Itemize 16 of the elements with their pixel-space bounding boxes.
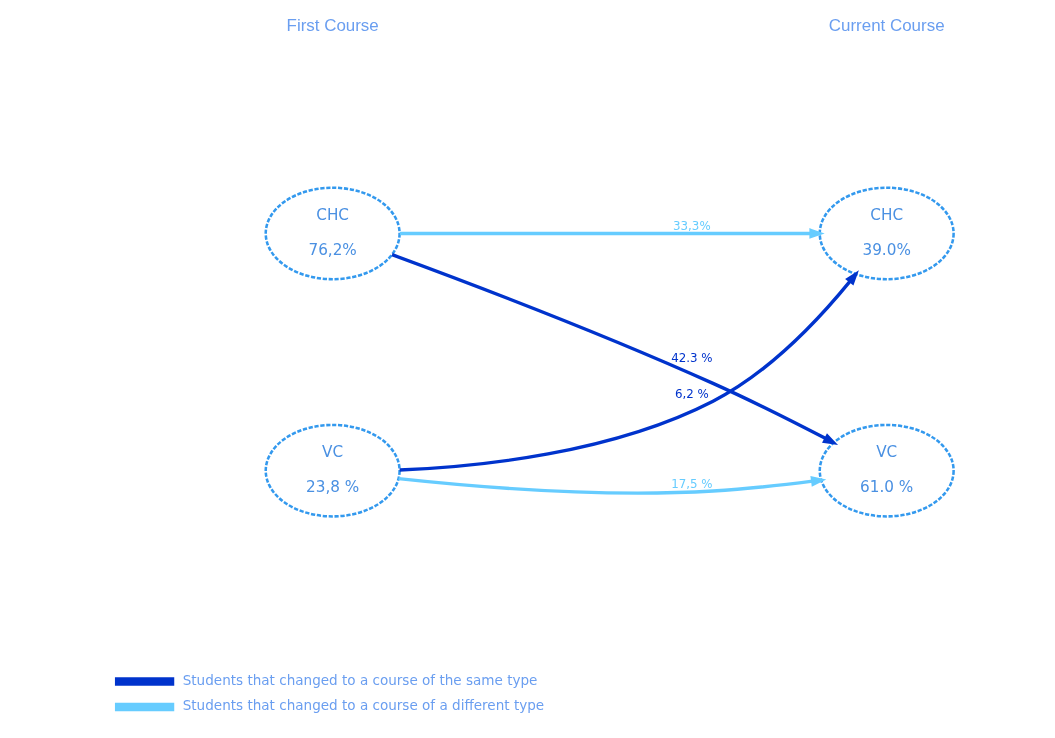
edge-label: 33,3% [673, 219, 711, 234]
label: Current Course [828, 15, 945, 35]
arrow [391, 253, 839, 446]
node-ellipse: CHC 39.0% [818, 186, 955, 281]
edge-label: 6,2 % [674, 386, 709, 401]
arrow [399, 270, 859, 472]
edge-label: 42.3 % [671, 351, 713, 366]
edge-label: 17,5 % [671, 476, 713, 491]
arrow [398, 476, 827, 495]
label: First Course [286, 15, 379, 35]
node-ellipse: CHC 76,2% [264, 186, 401, 281]
legend-label: Students that changed to a course of the same type [182, 671, 538, 688]
node-ellipse: VC 23,8 % [264, 423, 401, 518]
arrow [399, 228, 825, 239]
node-ellipse: VC 61.0 % [818, 423, 955, 518]
legend-label: Students that changed to a course of a different type [182, 697, 545, 714]
